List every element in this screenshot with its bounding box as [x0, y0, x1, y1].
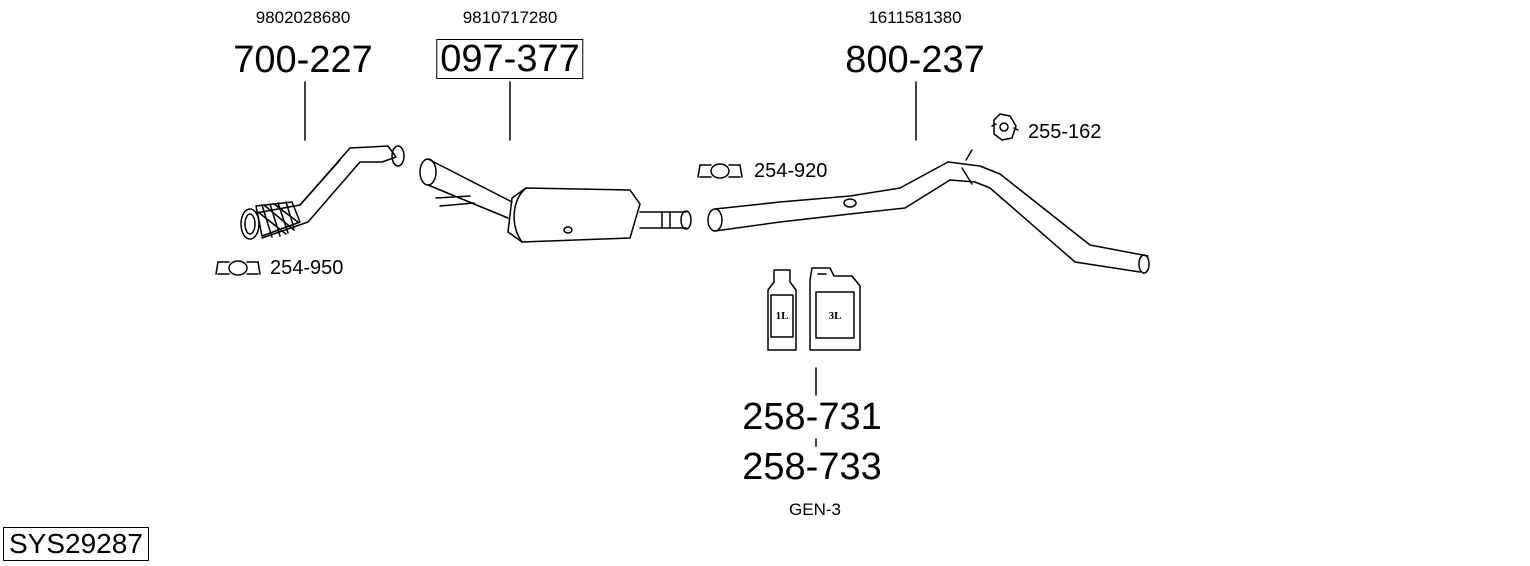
part-number-rear-pipe[interactable]: 800-237	[845, 39, 985, 81]
part-number-clamp-mid[interactable]: 254-920	[754, 160, 828, 182]
oem-number-rear-pipe: 1611581380	[868, 8, 962, 27]
canister-3l-icon	[809, 267, 861, 351]
bottle-1l-label: 1L	[776, 310, 789, 322]
part-number-additive-b[interactable]: 258-733	[742, 446, 882, 488]
dpf-drawing	[419, 158, 692, 243]
part-number-hanger[interactable]: 255-162	[1028, 121, 1102, 143]
hanger-icon	[991, 113, 1019, 141]
canister-3l-label: 3L	[829, 310, 842, 322]
bottle-1l-icon	[767, 269, 797, 351]
rear-pipe-drawing	[707, 149, 1150, 274]
clamp-mid-icon	[697, 163, 743, 179]
oem-number-front-pipe: 9802028680	[255, 8, 351, 27]
system-id-badge: SYS29287	[3, 527, 149, 561]
part-number-dpf[interactable]: 097-377	[436, 39, 584, 79]
part-number-additive-a[interactable]: 258-731	[742, 396, 882, 438]
clamp-front-icon	[215, 260, 261, 276]
front-pipe-drawing	[240, 145, 405, 240]
part-number-clamp-front[interactable]: 254-950	[270, 257, 344, 279]
additive-note: GEN-3	[789, 500, 841, 519]
part-number-front-pipe[interactable]: 700-227	[233, 39, 373, 81]
oem-number-dpf: 9810717280	[462, 8, 558, 27]
